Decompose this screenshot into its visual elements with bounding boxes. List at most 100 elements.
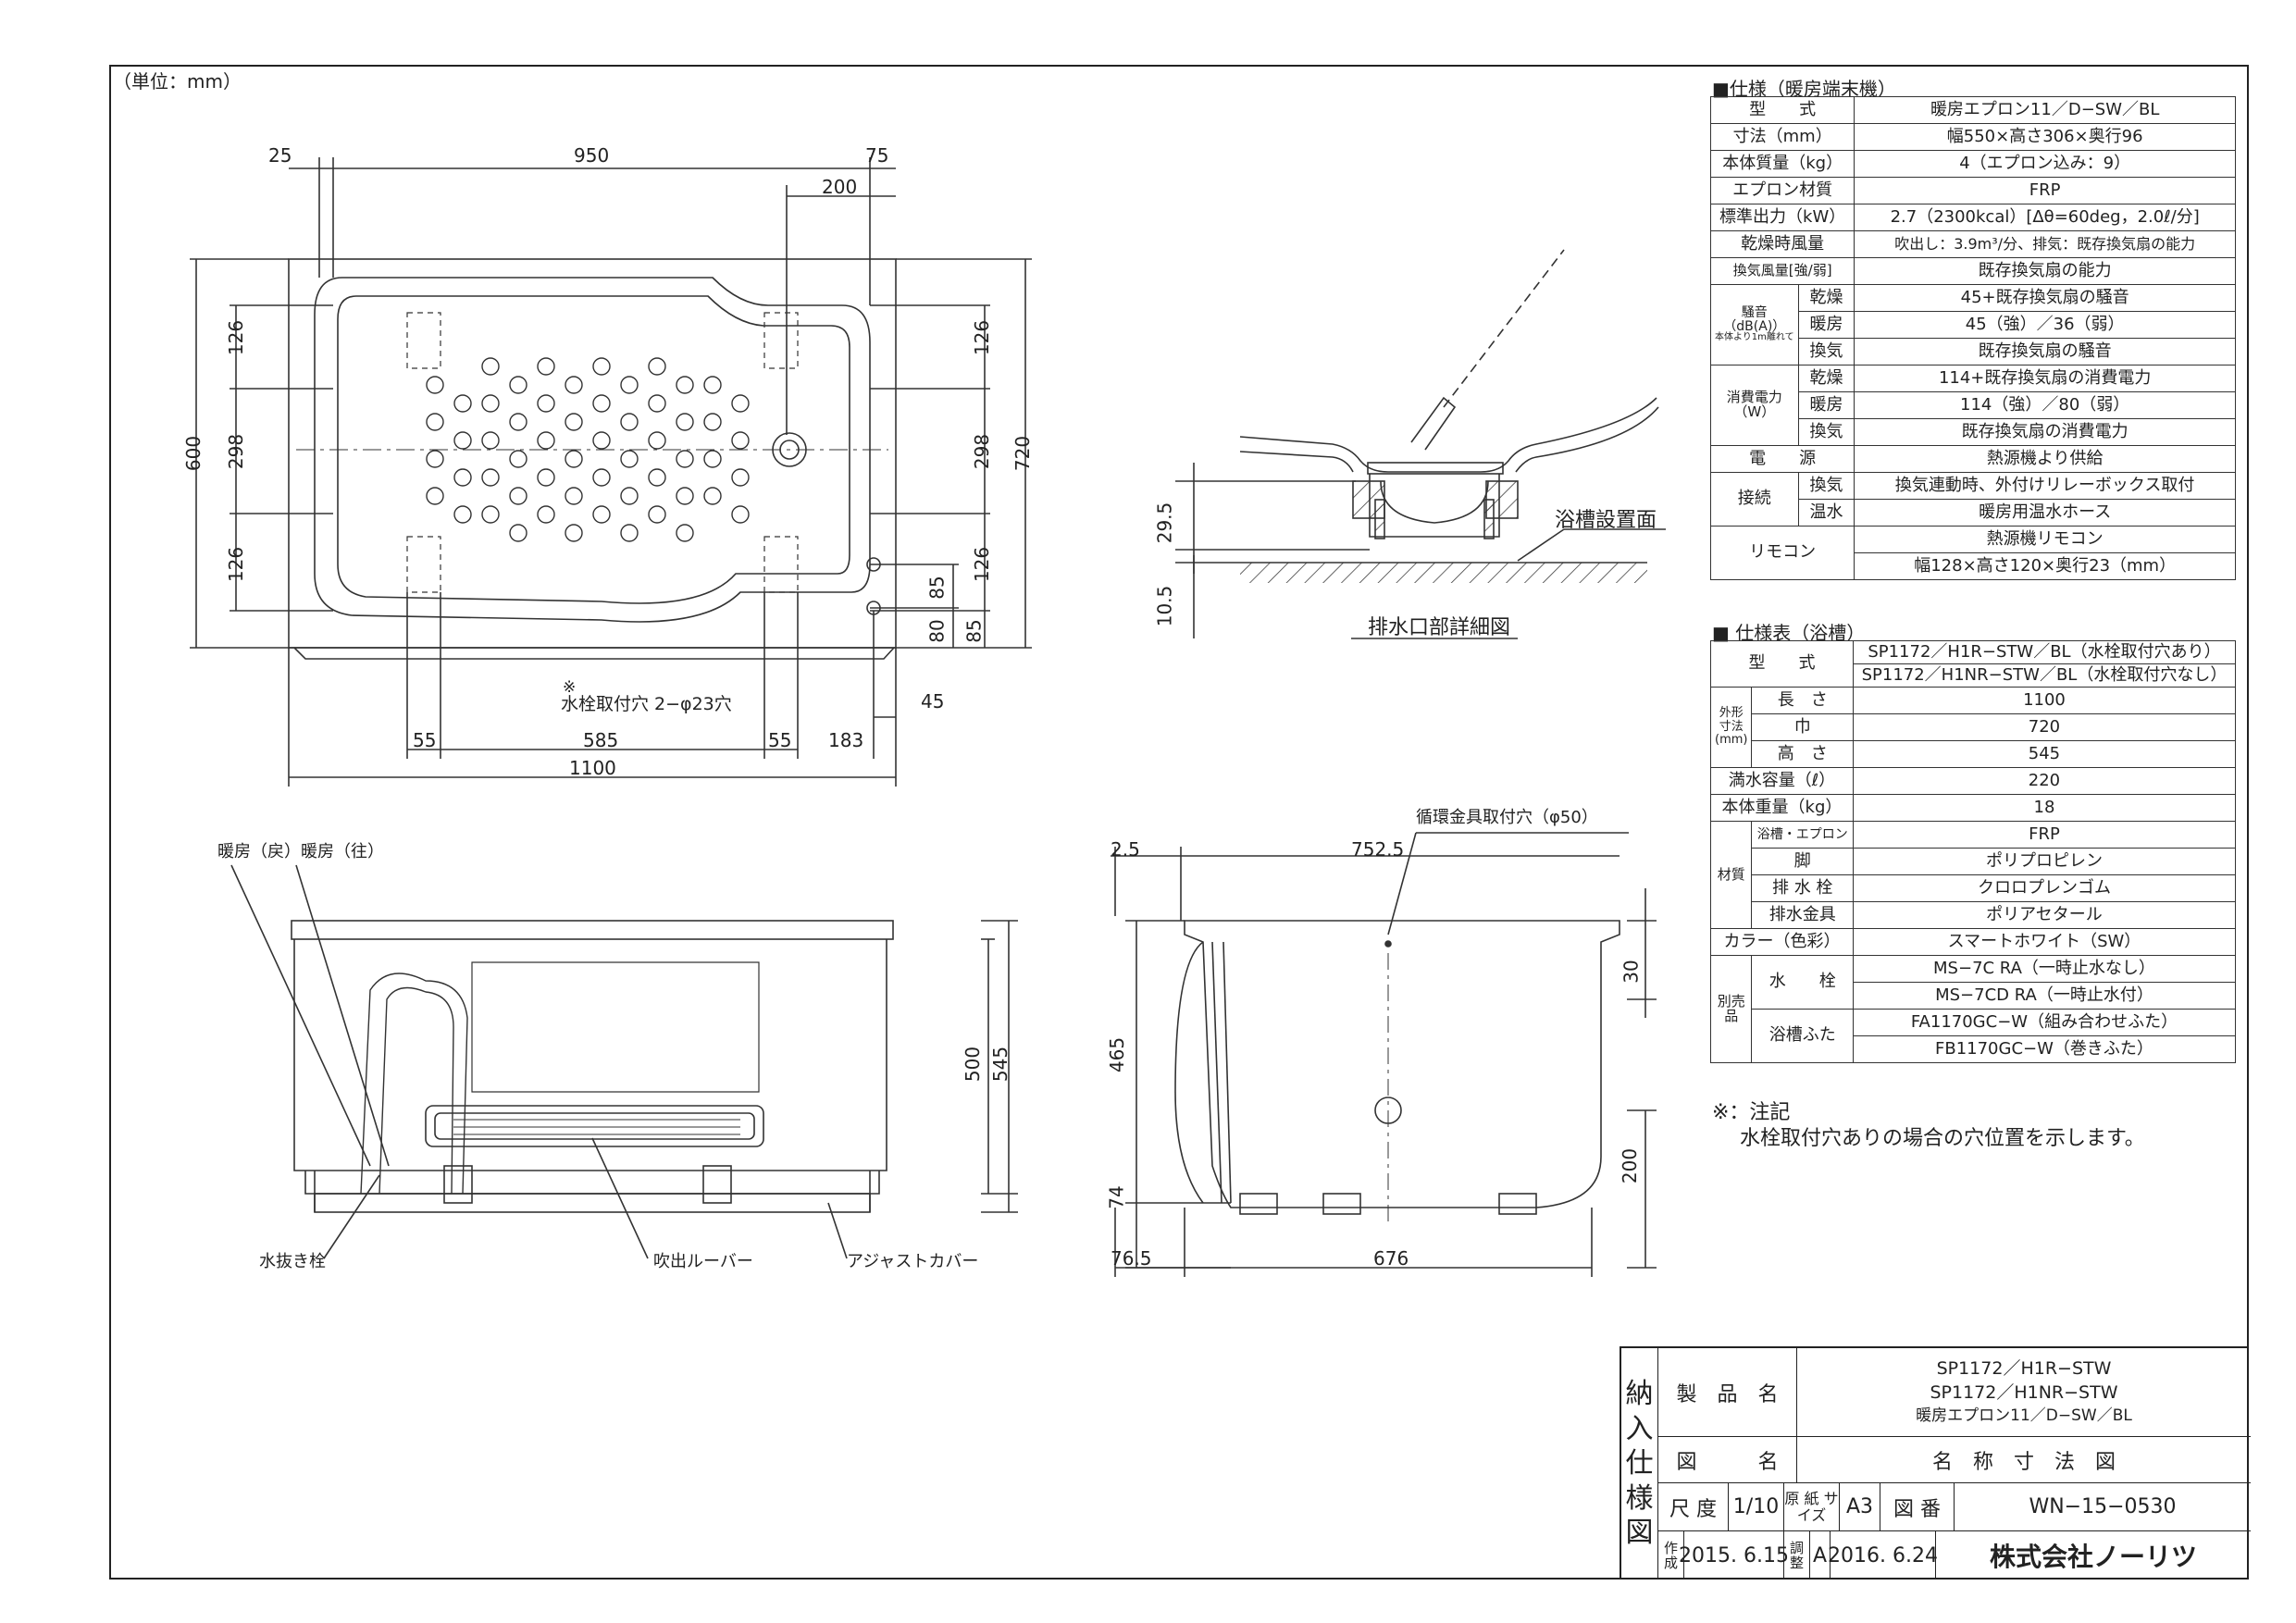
tub-basin-inner bbox=[337, 295, 850, 604]
dim-126-left-top: 126 bbox=[225, 319, 248, 356]
spec-value: 45+既存換気扇の騒音 bbox=[1854, 284, 2236, 312]
dim-298-left: 298 bbox=[225, 433, 248, 470]
faucet-hole-callout: 水栓取付穴 2−φ23穴 bbox=[561, 694, 732, 714]
spec-value: 幅550×高さ306×奥行96 bbox=[1854, 123, 2236, 151]
spec-label: 乾燥時風量 bbox=[1709, 230, 1855, 258]
spec-value: 2.7（2300kcal）[Δθ=60deg，2.0ℓ/分] bbox=[1854, 204, 2236, 231]
dim-585: 585 bbox=[583, 729, 619, 751]
paper-size: A3 bbox=[1840, 1483, 1880, 1531]
dim-2-5: 2.5 bbox=[1111, 838, 1140, 861]
dot bbox=[565, 450, 583, 468]
dot bbox=[426, 487, 444, 505]
dot bbox=[731, 505, 750, 524]
spec-label: 標準出力（kW） bbox=[1709, 204, 1855, 231]
dim-45: 45 bbox=[921, 690, 945, 712]
spec-label: エプロン材質 bbox=[1709, 177, 1855, 204]
dot bbox=[648, 505, 666, 524]
spec-value: スマートホワイト（SW） bbox=[1852, 928, 2237, 956]
tub-outline-side bbox=[1184, 920, 1620, 1208]
option-group-label: 別売品 bbox=[1709, 955, 1753, 1063]
scale-value: 1/10 bbox=[1729, 1483, 1784, 1531]
spec-label: 満水容量（ℓ） bbox=[1710, 767, 1854, 795]
dim-30: 30 bbox=[1620, 960, 1643, 984]
heating-pipe-label: 暖房（戻）暖房（往） bbox=[217, 842, 384, 861]
spec-label: 換気風量[強/弱] bbox=[1709, 257, 1855, 285]
dot bbox=[620, 450, 639, 468]
dot bbox=[731, 468, 750, 487]
conn-group-label: 接続 bbox=[1710, 472, 1799, 527]
spec-label: 暖房 bbox=[1797, 391, 1855, 419]
title-block: 納 入 仕 様 図 製 品 名 SP1172／H1R−STW SP1172／H1… bbox=[1620, 1346, 2251, 1580]
spec-label: 長 さ bbox=[1751, 687, 1854, 714]
outer-dims-group-label: 外形寸法(mm) bbox=[1709, 687, 1753, 768]
dot bbox=[648, 431, 666, 450]
dot bbox=[453, 468, 472, 487]
spec-value: 45（強）／36（弱） bbox=[1854, 311, 2236, 339]
dot bbox=[592, 505, 611, 524]
dim-950: 950 bbox=[574, 144, 610, 167]
dot bbox=[426, 450, 444, 468]
dot bbox=[620, 376, 639, 394]
dim-1100: 1100 bbox=[569, 757, 616, 779]
spec-label: 浴槽ふた bbox=[1751, 1009, 1854, 1063]
dim-500: 500 bbox=[962, 1046, 985, 1083]
circulation-hole-label: 循環金具取付穴（φ50） bbox=[1416, 808, 1598, 827]
spec-value: 545 bbox=[1852, 740, 2237, 768]
dim-76-5: 76.5 bbox=[1111, 1247, 1152, 1270]
adjust-date: 2016. 6.24 bbox=[1828, 1531, 1938, 1580]
table-row: 満水容量（ℓ）220 bbox=[1710, 767, 2237, 795]
dot bbox=[481, 505, 500, 524]
dot bbox=[731, 431, 750, 450]
dot bbox=[703, 413, 722, 431]
drain-plug-label: 水抜き栓 bbox=[259, 1252, 326, 1271]
table-row: 型 式 SP1172／H1R−STW／BL（水栓取付穴あり） bbox=[1710, 640, 2237, 688]
dot bbox=[676, 450, 694, 468]
dot bbox=[731, 394, 750, 413]
tub-spec-table: 型 式 SP1172／H1R−STW／BL（水栓取付穴あり） SP1172／H1… bbox=[1709, 640, 2237, 1063]
spec-label: 暖房 bbox=[1797, 311, 1855, 339]
unit-label: （単位：mm） bbox=[113, 70, 242, 93]
made-date: 2015. 6.15 bbox=[1679, 1531, 1789, 1580]
table-row: 接続 換気換気連動時、外付けリレーボックス取付 bbox=[1710, 472, 2236, 527]
spec-label: 型 式 bbox=[1710, 640, 1854, 688]
dim-29-5: 29.5 bbox=[1153, 502, 1176, 544]
table-row: 本体重量（kg）18 bbox=[1710, 794, 2237, 822]
spec-label: 脚 bbox=[1751, 848, 1854, 875]
dot bbox=[509, 450, 527, 468]
dot bbox=[426, 413, 444, 431]
spec-label: 排 水 栓 bbox=[1751, 874, 1854, 902]
table-row: 排水金具ポリアセタール bbox=[1711, 901, 2237, 929]
dot bbox=[537, 505, 555, 524]
product-name: 暖房エプロン11／D−SW／BL bbox=[1916, 1406, 2132, 1425]
spec-value: 換気連動時、外付けリレーボックス取付 bbox=[1854, 472, 2236, 500]
dim-200: 200 bbox=[822, 176, 858, 198]
product-label: 製 品 名 bbox=[1658, 1348, 1797, 1437]
spec-value: SP1172／H1NR−STW／BL（水栓取付穴なし） bbox=[1852, 663, 2237, 688]
noise-group-label: 騒音 bbox=[1741, 305, 1768, 321]
adjust-cover-label: アジャストカバー bbox=[847, 1252, 979, 1271]
title-block-side: 納 入 仕 様 図 bbox=[1621, 1348, 1658, 1580]
dim-200-side: 200 bbox=[1619, 1147, 1642, 1184]
spec-label: 電 源 bbox=[1709, 445, 1855, 473]
dot bbox=[509, 376, 527, 394]
dim-183: 183 bbox=[828, 729, 864, 751]
dot bbox=[648, 394, 666, 413]
dim-55-a: 55 bbox=[413, 729, 437, 751]
dot bbox=[592, 394, 611, 413]
dim-25: 25 bbox=[268, 144, 292, 167]
dot bbox=[676, 413, 694, 431]
spec-value: 720 bbox=[1852, 713, 2237, 741]
spec-label: 寸法（mm） bbox=[1709, 123, 1855, 151]
dot bbox=[592, 357, 611, 376]
table-row: 乾燥時風量吹出し：3.9m³/分、排気：既存換気扇の能力 bbox=[1709, 230, 2236, 258]
dim-74: 74 bbox=[1105, 1185, 1128, 1209]
spec-value: 暖房エプロン11／D−SW／BL bbox=[1854, 96, 2236, 124]
dim-80: 80 bbox=[925, 619, 949, 643]
dot bbox=[565, 413, 583, 431]
drain-tub-surface bbox=[1239, 397, 1657, 473]
